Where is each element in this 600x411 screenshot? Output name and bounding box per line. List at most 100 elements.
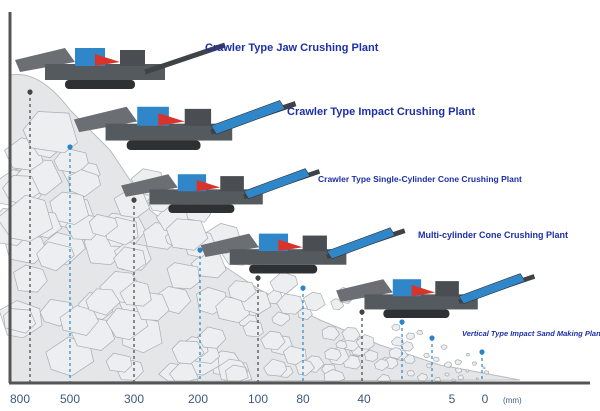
label-single-cylinder-cone-plant: Crawler Type Single-Cylinder Cone Crushi… [318, 174, 522, 184]
rock [68, 169, 102, 197]
size-marker-dot [300, 285, 306, 291]
label-sand-making-plant: Vertical Type Impact Sand Making Plant [462, 329, 600, 338]
engine-box [184, 108, 212, 126]
rock [321, 326, 340, 341]
rock [416, 373, 429, 382]
rock [444, 372, 450, 377]
engine-box [120, 50, 145, 66]
vibrating-screen [243, 168, 311, 200]
rock [85, 288, 121, 316]
vibrating-screen [326, 227, 396, 260]
rock [443, 361, 453, 369]
crusher-red-part [411, 284, 436, 297]
rock [391, 323, 401, 332]
machines [15, 42, 536, 318]
rock [403, 354, 416, 364]
rock [406, 370, 415, 377]
rock [105, 352, 133, 373]
crusher-red-part [158, 113, 185, 126]
crawler-track [383, 309, 450, 318]
engine-box [302, 235, 327, 252]
tick-200: 200 [187, 392, 209, 406]
tick-300: 300 [123, 392, 145, 406]
unit-label: (mm) [503, 396, 522, 405]
chassis [149, 189, 263, 205]
label-multi-cylinder-cone-plant: Multi-cylinder Cone Crushing Plant [418, 230, 569, 240]
size-marker-dot [27, 89, 33, 95]
chassis [229, 249, 347, 265]
size-marker-dot [67, 144, 73, 150]
rock [457, 374, 465, 381]
rock [355, 334, 375, 350]
rock [388, 347, 404, 360]
rock [263, 358, 287, 377]
rock [228, 280, 257, 303]
size-marker-dot [429, 335, 435, 341]
feed-hopper [336, 279, 393, 302]
tick-500: 500 [59, 392, 81, 406]
crusher-red-part [196, 179, 221, 192]
crawler-track [249, 264, 318, 274]
feed-hopper [121, 174, 178, 197]
rock [88, 214, 119, 237]
discharge-conveyor [144, 42, 226, 75]
size-marker-dot [359, 309, 365, 315]
rock [119, 280, 152, 307]
size-markers [27, 89, 485, 382]
size-marker-dot [197, 247, 203, 253]
rock [269, 271, 299, 295]
rock [450, 378, 456, 382]
rock [166, 262, 200, 290]
rock [475, 377, 479, 380]
crusher-red-part [278, 239, 303, 252]
rock [276, 293, 304, 315]
machine-multi-cylinder-cone-plant [200, 227, 406, 274]
rock [341, 327, 361, 342]
tick-0: 0 [481, 392, 489, 406]
rock [324, 347, 342, 361]
rock [22, 111, 78, 154]
feed-hopper [15, 48, 75, 72]
machine-jaw-crushing-plant [15, 42, 226, 89]
rock [483, 370, 489, 375]
machine-single-cylinder-cone-plant [121, 168, 321, 213]
machine-impact-crushing-plant [73, 100, 297, 151]
size-marker-dot [255, 275, 261, 281]
rock [405, 332, 416, 341]
rock [197, 326, 227, 349]
rock [423, 352, 430, 358]
rock [482, 366, 486, 369]
vibrating-screen [210, 100, 286, 135]
rock [169, 362, 200, 382]
rock [433, 376, 442, 382]
crawler-track [168, 204, 235, 213]
rock [454, 359, 462, 366]
rock [165, 218, 209, 251]
size-marker-dot [479, 349, 485, 355]
crawler-track [126, 140, 201, 151]
rock [364, 349, 379, 362]
rock [390, 336, 404, 347]
crusher-red-part [95, 54, 120, 66]
vibrating-screen [458, 273, 526, 305]
tick-40: 40 [357, 392, 371, 406]
rock [36, 241, 75, 272]
engine-box [220, 176, 244, 192]
rock [426, 363, 433, 369]
size-marker-dot [399, 319, 405, 325]
label-jaw-crushing-plant: Crawler Type Jaw Crushing Plant [205, 42, 379, 54]
tick-800: 800 [9, 392, 31, 406]
chassis [364, 294, 478, 310]
tick-5: 5 [448, 392, 456, 406]
rock [271, 311, 291, 327]
rock [295, 359, 316, 377]
rock [416, 329, 424, 336]
rock [260, 330, 286, 351]
size-marker-dot [131, 197, 137, 203]
rock [376, 374, 392, 382]
chassis [45, 64, 165, 80]
rock [433, 356, 440, 362]
label-impact-crushing-plant: Crawler Type Impact Crushing Plant [287, 106, 476, 118]
crawler-track [65, 80, 135, 89]
